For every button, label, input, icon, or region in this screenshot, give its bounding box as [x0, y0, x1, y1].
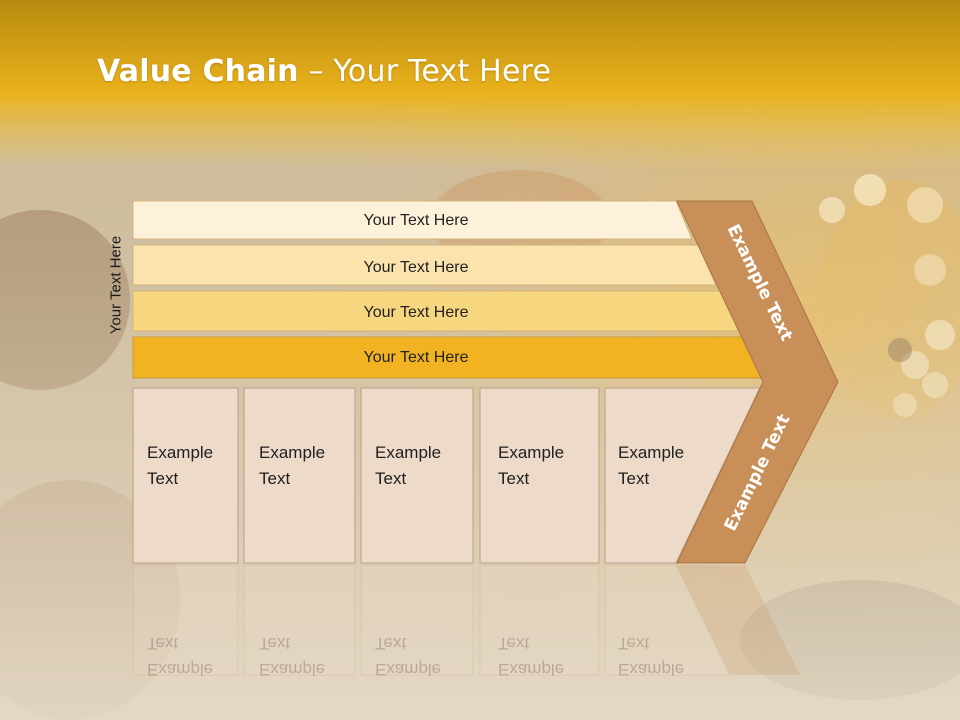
column-box-4 — [479, 387, 600, 564]
row-label-4: Your Text Here — [364, 349, 469, 366]
column-5-line1: Example — [618, 443, 685, 462]
column-reflection-text-3: Example Text — [375, 630, 475, 682]
chevron-arrow — [676, 200, 839, 564]
column-4-line2: Text — [498, 469, 530, 488]
column-3-line2: Text — [375, 469, 407, 488]
column-box-2 — [243, 387, 356, 564]
reflection-line2: Text — [147, 634, 179, 653]
reflection-line1: Example — [375, 660, 442, 679]
row-label-2: Your Text Here — [364, 259, 469, 276]
column-reflection-text-4: Example Text — [498, 630, 598, 682]
slide-title: Value Chain – Your Text Here — [97, 54, 551, 89]
column-reflection-text-2: Example Text — [259, 630, 359, 682]
column-2-line1: Example — [259, 443, 326, 462]
column-box-5 — [604, 387, 761, 564]
reflection-line2: Text — [375, 634, 407, 653]
reflection-line1: Example — [618, 660, 685, 679]
row-label-3: Your Text Here — [364, 304, 469, 321]
column-2-line2: Text — [259, 469, 291, 488]
column-reflection-text-5: Example Text — [618, 630, 718, 682]
reflection-line1: Example — [498, 660, 565, 679]
reflection-line1: Example — [147, 660, 214, 679]
title-bold: Value Chain — [97, 54, 299, 89]
row-bar-1 — [132, 200, 693, 240]
row-label-1: Your Text Here — [364, 212, 469, 229]
column-1-line1: Example — [147, 443, 214, 462]
reflection-line1: Example — [259, 660, 326, 679]
reflection-line2: Text — [498, 634, 530, 653]
column-box-3 — [360, 387, 474, 564]
reflection-line2: Text — [259, 634, 291, 653]
column-reflection-text-1: Example Text — [147, 630, 247, 682]
column-1-line2: Text — [147, 469, 179, 488]
column-3-line1: Example — [375, 443, 442, 462]
column-reflections — [132, 564, 800, 676]
column-4-line1: Example — [498, 443, 565, 462]
reflection-line2: Text — [618, 634, 650, 653]
column-5-line2: Text — [618, 469, 650, 488]
title-rest: – Your Text Here — [298, 54, 552, 89]
column-box-1 — [132, 387, 239, 564]
row-bar-2 — [132, 244, 717, 286]
